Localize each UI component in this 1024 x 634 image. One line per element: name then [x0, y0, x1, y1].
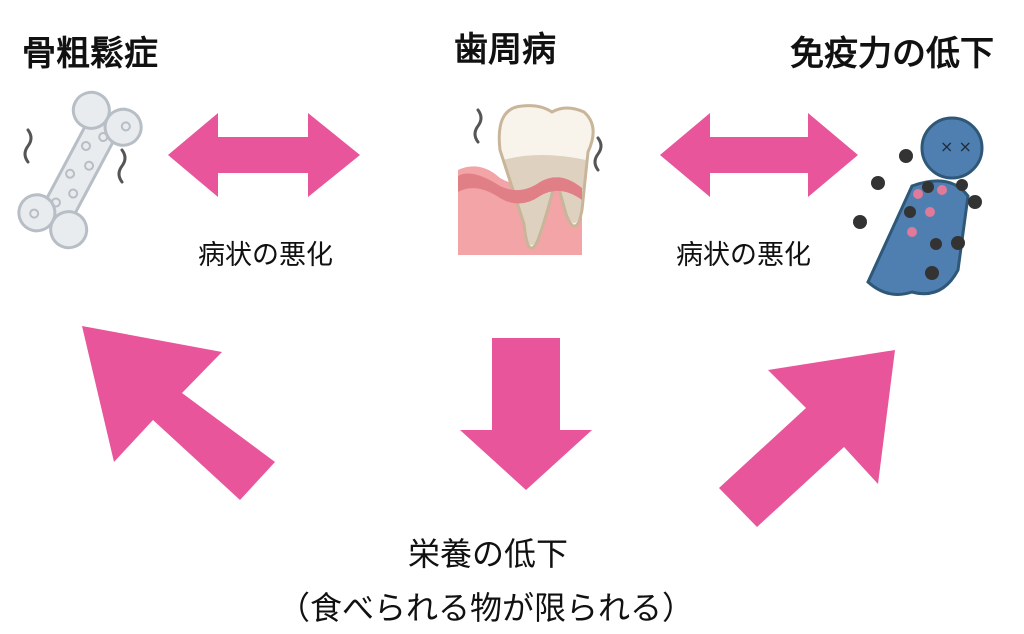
label-limited-food: （食べられる物が限られる） — [278, 589, 695, 627]
sick-person-icon: × × — [853, 116, 984, 296]
arrow-up-right — [719, 350, 895, 527]
label-worsening-right: 病状の悪化 — [676, 240, 811, 271]
label-reduced-immunity: 免疫力の低下 — [790, 34, 994, 74]
label-nutrition-decline: 栄養の低下 — [408, 535, 569, 573]
svg-text:× ×: × × — [940, 137, 972, 156]
double-arrow-left — [168, 113, 360, 197]
label-periodontal-disease: 歯周病 — [454, 30, 556, 70]
arrow-up-left — [82, 326, 275, 500]
tooth-icon — [458, 104, 603, 255]
label-osteoporosis: 骨粗鬆症 — [22, 34, 158, 74]
double-arrow-right — [660, 113, 858, 197]
label-worsening-left: 病状の悪化 — [198, 240, 333, 271]
bone-icon — [17, 90, 143, 250]
arrow-down — [460, 338, 592, 490]
